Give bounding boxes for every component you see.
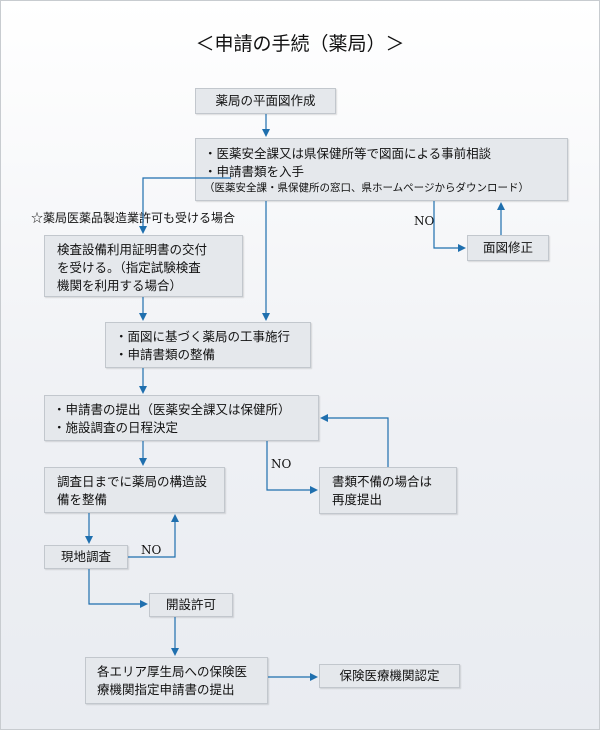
consultation-line-2: ・申請書類を入手 [204,164,305,179]
inspection-certificate-line-1: 検査設備利用証明書の交付 [57,242,208,257]
consultation-line-1: ・医薬安全課又は県保健所等で図面による事前相談 [204,146,492,161]
plan-revision-box: 面図修正 [467,235,549,261]
floor-plan-text: 薬局の平面図作成 [215,93,316,108]
page-title: ＜申請の手続（薬局）＞ [195,33,405,55]
arrow-onsite-to-facility [128,514,179,558]
submission-box: ・申請書の提出（医薬安全課又は保健所） ・施設調査の日程決定 [44,395,319,441]
submission-line-1: ・申請書の提出（医薬安全課又は保健所） [53,402,291,417]
facility-prep-line-1: 調査日までに薬局の構造設 [57,474,208,489]
consultation-line-3: （医薬安全課・県保健所の窓口、県ホームページからダウンロード） [204,182,529,194]
inspection-certificate-box: 検査設備利用証明書の交付 を受ける。（指定試験検査 機関を利用する場合） [44,235,243,297]
facility-prep-box: 調査日までに薬局の構造設 備を整備 [44,467,225,513]
documents-incomplete-line-1: 書類不備の場合は [332,474,433,489]
documents-incomplete-line-2: 再度提出 [332,492,383,507]
onsite-inspection-box: 現地調査 [44,545,128,569]
arrow-consult-to-revision [433,201,466,252]
insurance-approval-text: 保険医療機関認定 [339,668,440,683]
manufacturing-note: ☆薬局医薬品製造業許可も受ける場合 [31,211,236,225]
insurance-application-box: 各エリア厚生局への保険医 療機関指定申請書の提出 [85,657,268,704]
onsite-inspection-text: 現地調査 [60,549,111,564]
permit-text: 開設許可 [165,597,216,612]
construction-line-1: ・面図に基づく薬局の工事施行 [115,329,291,344]
inspection-certificate-line-2: を受ける。（指定試験検査 [57,260,201,275]
permit-box: 開設許可 [149,593,233,617]
construction-box: ・面図に基づく薬局の工事施行 ・申請書類の整備 [105,322,311,368]
insurance-application-line-1: 各エリア厚生局への保険医 [97,664,248,679]
documents-incomplete-box: 書類不備の場合は 再度提出 [319,467,457,514]
arrow-documents-to-submission [320,414,389,467]
facility-prep-line-2: 備を整備 [57,492,108,507]
arrow-onsite-to-permit [88,569,148,608]
construction-line-2: ・申請書類の整備 [115,347,216,362]
no-label-plan-revision: NO [414,214,435,228]
no-label-onsite: NO [141,543,162,557]
no-label-documents: NO [271,457,292,471]
submission-line-2: ・施設調査の日程決定 [53,420,179,435]
arrow-consult-to-certificate [139,177,231,234]
insurance-approval-box: 保険医療機関認定 [319,664,460,688]
inspection-certificate-line-3: 機関を利用する場合） [57,278,183,293]
consultation-box: ・医薬安全課又は県保健所等で図面による事前相談 ・申請書類を入手 （医薬安全課・… [195,138,568,201]
arrow-submission-to-documents [266,441,318,494]
insurance-application-line-2: 療機関指定申請書の提出 [97,682,235,697]
floor-plan-box: 薬局の平面図作成 [195,88,336,114]
plan-revision-text: 面図修正 [482,240,533,255]
